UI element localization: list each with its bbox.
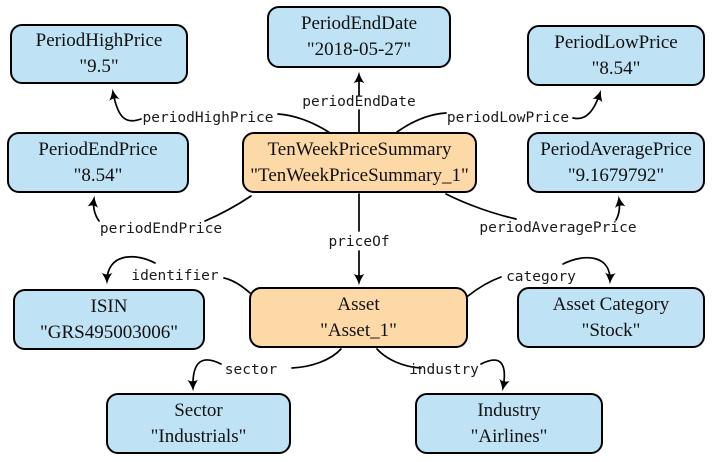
edge-periodaverageprice-line — [445, 193, 517, 220]
edge-periodhighprice-line — [277, 113, 331, 134]
node-title: PeriodEndDate — [300, 13, 418, 34]
node-value: "8.54" — [73, 164, 123, 186]
node-title: PeriodEndPrice — [38, 138, 158, 160]
node-period-average-price: PeriodAveragePrice "9.1679792" — [527, 132, 705, 193]
edge-periodaverageprice-arrow — [614, 195, 626, 221]
node-value: "Industrials" — [150, 425, 247, 447]
edge-identifier-line — [223, 277, 251, 294]
node-title: Asset Category — [552, 293, 670, 315]
edge-periodendprice-line — [204, 195, 252, 222]
node-period-end-price: PeriodEndPrice "8.54" — [7, 132, 189, 193]
edge-label-identifier: identifier — [131, 268, 219, 284]
node-title: Industry — [477, 399, 541, 421]
node-value: "9.5" — [79, 56, 119, 77]
edge-label-category: category — [506, 269, 576, 285]
edge-label-periodenddate: periodEndDate — [302, 94, 416, 110]
edge-industry-arrow — [480, 359, 510, 392]
edge-label-priceof: priceOf — [328, 234, 389, 250]
node-asset-category: Asset Category "Stock" — [517, 287, 705, 348]
node-value: "GRS495003006" — [40, 321, 178, 343]
edge-category-line — [467, 276, 502, 297]
node-value: "Stock" — [581, 319, 641, 341]
node-title: PeriodHighPrice — [35, 30, 163, 51]
node-isin: ISIN "GRS495003006" — [13, 289, 205, 350]
edge-periodlowprice-line — [396, 112, 447, 133]
edge-sector-line — [291, 348, 342, 369]
edge-label-periodendprice: periodEndPrice — [100, 221, 222, 237]
edge-sector-arrow — [187, 359, 222, 392]
node-period-low-price: PeriodLowPrice "8.54" — [527, 25, 705, 86]
node-title: PeriodAveragePrice — [540, 138, 692, 160]
edge-label-sector: sector — [225, 362, 278, 378]
node-asset: Asset "Asset_1" — [249, 287, 468, 348]
node-period-high-price: PeriodHighPrice "9.5" — [10, 24, 188, 84]
node-ten-week-price-summary: TenWeekPriceSummary "TenWeekPriceSummary… — [242, 132, 477, 193]
node-value: "Airlines" — [470, 425, 548, 447]
edge-label-periodlowprice: periodLowPrice — [447, 110, 569, 126]
node-value: "2018-05-27" — [306, 39, 412, 60]
edge-label-periodhighprice: periodHighPrice — [143, 110, 274, 126]
node-value: "Asset_1" — [320, 319, 397, 341]
node-sector: Sector "Industrials" — [106, 393, 291, 454]
edge-periodendprice-arrow — [87, 195, 100, 222]
edge-label-periodaverageprice: periodAveragePrice — [479, 220, 636, 236]
edge-identifier-arrow — [101, 255, 156, 285]
node-title: ISIN — [90, 295, 128, 317]
node-value: "TenWeekPriceSummary_1" — [250, 164, 469, 186]
node-period-end-date: PeriodEndDate "2018-05-27" — [267, 6, 451, 68]
node-title: Asset — [337, 293, 380, 315]
node-title: TenWeekPriceSummary — [267, 138, 452, 160]
node-title: PeriodLowPrice — [554, 31, 678, 53]
node-title: Sector — [174, 399, 223, 421]
node-value: "9.1679792" — [567, 164, 665, 186]
node-industry: Industry "Airlines" — [415, 393, 603, 454]
node-value: "8.54" — [591, 57, 641, 79]
edge-periodlowprice-arrow — [572, 89, 603, 120]
edge-periodhighprice-arrow — [109, 88, 142, 122]
edge-label-industry: industry — [409, 362, 479, 378]
edge-industry-line — [376, 348, 422, 369]
edge-category-arrow — [562, 256, 616, 285]
